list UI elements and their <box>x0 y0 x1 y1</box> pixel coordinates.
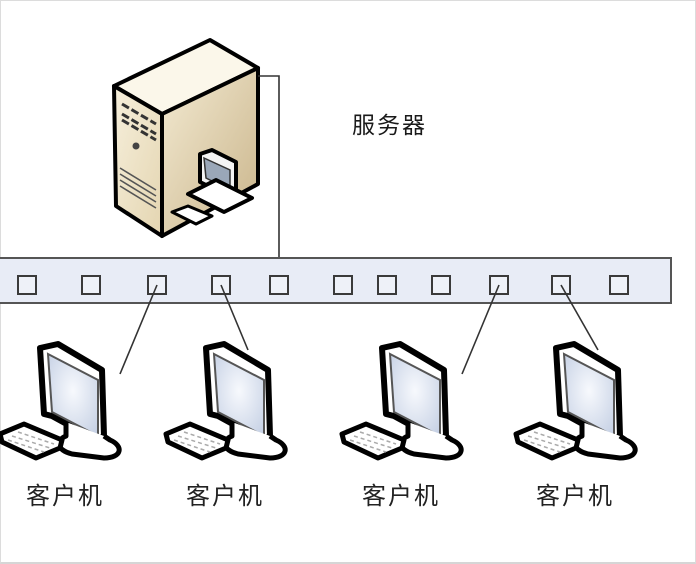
client-label: 客户机 <box>536 482 614 510</box>
server-connection-line <box>258 75 280 283</box>
client-label: 客户机 <box>362 482 440 510</box>
server-tower-icon <box>112 38 260 238</box>
client-connection-line <box>220 284 249 351</box>
client-connection-line <box>560 284 599 351</box>
server-label: 服务器 <box>352 113 427 139</box>
client-connection-line <box>119 284 158 375</box>
switch-port <box>609 275 629 295</box>
client-connection-line <box>461 284 500 375</box>
client-computer-icon <box>0 344 119 458</box>
switch-port <box>269 275 289 295</box>
switch-port <box>431 275 451 295</box>
client-label: 客户机 <box>26 482 104 510</box>
switch-port <box>377 275 397 295</box>
switch-port <box>81 275 101 295</box>
switch-port <box>333 275 353 295</box>
switch-port <box>17 275 37 295</box>
client-computer-icon <box>342 344 461 458</box>
client-computer-icon <box>166 344 285 458</box>
client-label: 客户机 <box>186 482 264 510</box>
client-computer-icon <box>516 344 635 458</box>
